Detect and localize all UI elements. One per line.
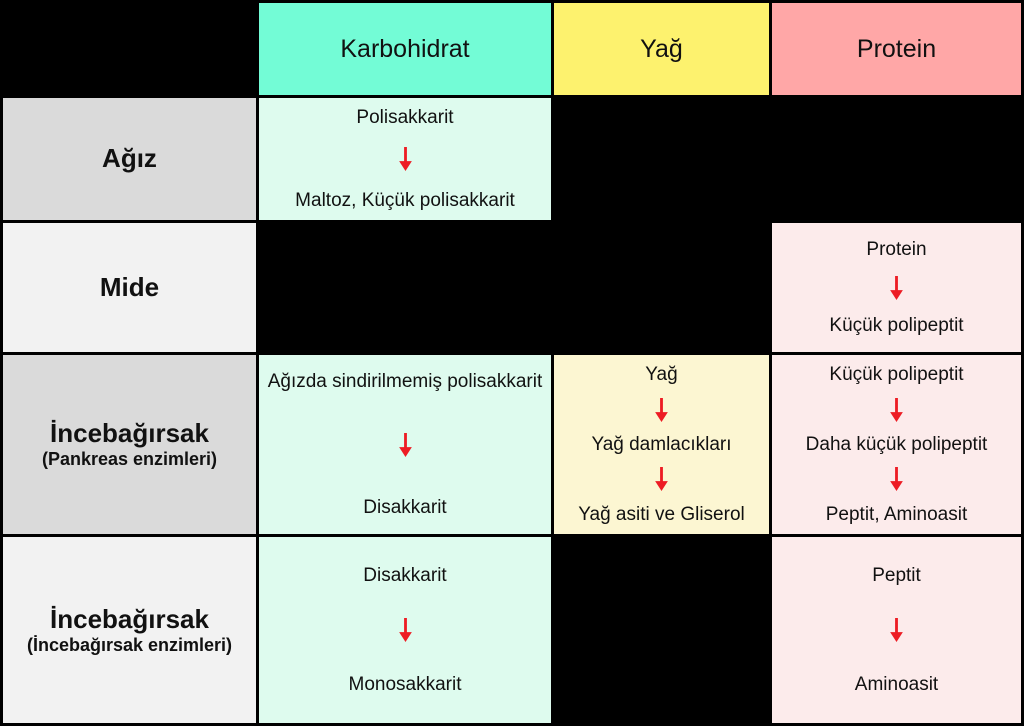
down-arrow-icon [890, 397, 903, 422]
substrate-text: Peptit [872, 565, 921, 586]
down-arrow-icon [398, 432, 412, 457]
row-header-mide: Mide [3, 223, 256, 352]
product-text: Peptit, Aminoasit [825, 503, 968, 525]
row-label: İncebağırsak [50, 418, 209, 449]
column-header-karbohidrat: Karbohidrat [259, 3, 551, 95]
corner-cell [3, 3, 256, 95]
substrate-text: Yağ [645, 364, 678, 385]
empty-cell [554, 98, 769, 220]
row-header-agiz: Ağız [3, 98, 256, 220]
column-header-label: Yağ [640, 34, 683, 63]
product-text: Yağ asiti ve Gliserol [578, 503, 745, 525]
substrate-text: Polisakkarit [356, 107, 454, 128]
column-header-label: Karbohidrat [340, 34, 470, 63]
row-header-incebagirsak-pankreas: İncebağırsak (Pankreas enzimleri) [3, 355, 256, 534]
product-text: Maltoz, Küçük polisakkarit [295, 189, 515, 211]
column-header-protein: Protein [772, 3, 1021, 95]
substrate-text: Protein [866, 239, 927, 260]
down-arrow-icon [890, 618, 903, 642]
down-arrow-icon [398, 618, 412, 642]
substrate-text: Disakkarit [363, 565, 447, 586]
down-arrow-icon [890, 467, 903, 492]
product-text: Monosakkarit [348, 673, 462, 695]
row-sublabel: (Pankreas enzimleri) [41, 449, 218, 470]
cell-mide-protein: Protein Küçük polipeptit [772, 223, 1021, 352]
empty-cell [772, 98, 1021, 220]
column-header-label: Protein [856, 34, 937, 63]
substrate-text: Ağızda sindirilmemiş polisakkarit [267, 371, 543, 392]
cell-incebagirsak-incebagirsak-protein: Peptit Aminoasit [772, 537, 1021, 723]
product-text: Disakkarit [363, 496, 447, 518]
row-label: Mide [99, 271, 160, 302]
cell-incebagirsak-incebagirsak-karbohidrat: Disakkarit Monosakkarit [259, 537, 551, 723]
cell-incebagirsak-pankreas-karbohidrat: Ağızda sindirilmemiş polisakkarit Disakk… [259, 355, 551, 534]
empty-cell [554, 537, 769, 723]
intermediate-text: Yağ damlacıkları [591, 433, 732, 455]
row-sublabel: (İncebağırsak enzimleri) [26, 634, 233, 655]
empty-cell [554, 223, 769, 352]
product-text: Küçük polipeptit [829, 314, 964, 336]
row-label: İncebağırsak [50, 603, 209, 634]
down-arrow-icon [890, 275, 903, 300]
substrate-text: Küçük polipeptit [829, 364, 964, 385]
cell-incebagirsak-pankreas-protein: Küçük polipeptit Daha küçük polipeptit P… [772, 355, 1021, 534]
down-arrow-icon [398, 147, 412, 171]
column-header-yag: Yağ [554, 3, 769, 95]
product-text: Aminoasit [854, 673, 939, 695]
row-header-incebagirsak-incebagirsak: İncebağırsak (İncebağırsak enzimleri) [3, 537, 256, 723]
intermediate-text: Daha küçük polipeptit [805, 433, 988, 455]
down-arrow-icon [655, 397, 668, 422]
cell-agiz-karbohidrat: Polisakkarit Maltoz, Küçük polisakkarit [259, 98, 551, 220]
row-label: Ağız [102, 143, 157, 174]
cell-incebagirsak-pankreas-yag: Yağ Yağ damlacıkları Yağ asiti ve Gliser… [554, 355, 769, 534]
down-arrow-icon [655, 467, 668, 492]
empty-cell [259, 223, 551, 352]
